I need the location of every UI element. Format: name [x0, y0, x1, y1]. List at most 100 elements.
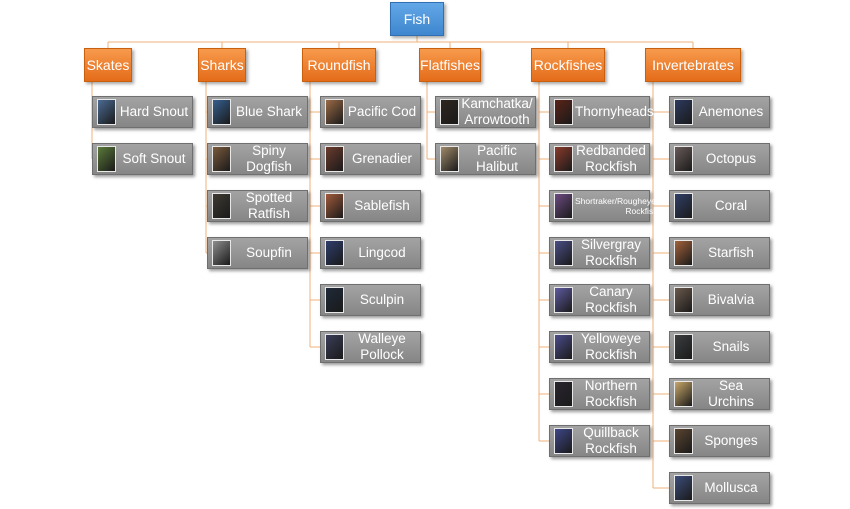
category-label: Flatfishes [420, 57, 480, 73]
category-node-roundfish: Roundfish [302, 48, 376, 82]
leaf-label: Yelloweye Rockfish [580, 331, 642, 362]
species-photo-thumbnail [97, 99, 116, 125]
category-label: Skates [86, 57, 130, 73]
species-photo-thumbnail [440, 99, 459, 125]
leaf-label: Bivalvia [707, 292, 755, 307]
leaf-node: Shortraker/Rougheye/BlackSpotted Rockfis… [549, 190, 708, 222]
leaf-node: Kamchatka/ Arrowtooth [435, 96, 536, 128]
leaf-label: Pacific Halibut [475, 143, 519, 174]
species-photo-thumbnail [554, 428, 573, 454]
leaf-label: Pacific Cod [347, 104, 417, 119]
category-label: Sharks [200, 57, 244, 73]
leaf-node: Snails [669, 331, 770, 363]
leaf-node: Lingcod [320, 237, 421, 269]
leaf-node: Coral [669, 190, 770, 222]
species-photo-thumbnail [554, 381, 573, 407]
leaf-node: Anemones [669, 96, 770, 128]
leaf-node: Thornyheads [549, 96, 654, 128]
leaf-label: Silvergray Rockfish [580, 237, 642, 268]
leaf-label: Quillback Rockfish [583, 425, 639, 456]
species-photo-thumbnail [212, 240, 231, 266]
leaf-label: Spotted Ratfish [245, 190, 293, 221]
species-photo-thumbnail [212, 146, 231, 172]
leaf-label: Grenadier [351, 151, 413, 166]
category-node-sharks: Sharks [198, 48, 246, 82]
species-photo-thumbnail [325, 240, 344, 266]
species-photo-thumbnail [325, 99, 344, 125]
leaf-node: Sea Urchins [669, 378, 770, 410]
leaf-node: Soupfin [207, 237, 308, 269]
species-photo-thumbnail [212, 193, 231, 219]
leaf-label: Kamchatka/ Arrowtooth [461, 96, 533, 127]
leaf-node: Bivalvia [669, 284, 770, 316]
species-photo-thumbnail [674, 240, 693, 266]
species-photo-thumbnail [325, 146, 344, 172]
leaf-node: Redbanded Rockfish [549, 143, 650, 175]
species-photo-thumbnail [674, 428, 693, 454]
category-node-skates: Skates [84, 48, 132, 82]
leaf-node: Sponges [669, 425, 770, 457]
leaf-node: Sablefish [320, 190, 421, 222]
species-photo-thumbnail [212, 99, 231, 125]
leaf-node: Spiny Dogfish [207, 143, 308, 175]
leaf-label: Sablefish [354, 198, 410, 213]
species-photo-thumbnail [325, 287, 344, 313]
leaf-node: Silvergray Rockfish [549, 237, 650, 269]
leaf-label: Mollusca [704, 480, 758, 495]
species-photo-thumbnail [554, 240, 573, 266]
category-label: Invertebrates [652, 57, 734, 73]
leaf-node: Sculpin [320, 284, 421, 316]
leaf-label: Soft Snout [122, 151, 186, 166]
leaf-label: Northern Rockfish [584, 378, 638, 409]
species-photo-thumbnail [554, 99, 573, 125]
category-node-flatfishes: Flatfishes [419, 48, 481, 82]
leaf-label: Sponges [704, 433, 758, 448]
species-photo-thumbnail [325, 193, 344, 219]
leaf-label: Soupfin [246, 245, 292, 260]
leaf-node: Yelloweye Rockfish [549, 331, 650, 363]
leaf-node: Soft Snout [92, 143, 193, 175]
category-label: Roundfish [307, 57, 371, 73]
leaf-node: Mollusca [669, 472, 770, 504]
leaf-label: Sea Urchins [708, 378, 754, 409]
leaf-node: Octopus [669, 143, 770, 175]
leaf-node: Pacific Cod [320, 96, 421, 128]
species-photo-thumbnail [554, 193, 573, 219]
leaf-label: Hard Snout [119, 104, 189, 119]
leaf-label: Thornyheads [575, 104, 654, 119]
root-label: Fish [403, 11, 431, 27]
leaf-node: Starfish [669, 237, 770, 269]
leaf-node: Pacific Halibut [435, 143, 536, 175]
leaf-label: Sculpin [359, 292, 405, 307]
species-photo-thumbnail [325, 334, 344, 360]
leaf-node: Quillback Rockfish [549, 425, 650, 457]
category-node-invertebrates: Invertebrates [645, 48, 741, 82]
species-photo-thumbnail [674, 287, 693, 313]
species-photo-thumbnail [554, 146, 573, 172]
species-photo-thumbnail [674, 334, 693, 360]
leaf-label: Shortraker/Rougheye/BlackSpotted Rockfis… [575, 196, 709, 216]
root-node-fish: Fish [390, 2, 444, 36]
species-photo-thumbnail [674, 99, 693, 125]
species-photo-thumbnail [674, 475, 693, 501]
leaf-node: Northern Rockfish [549, 378, 650, 410]
species-photo-thumbnail [440, 146, 459, 172]
species-photo-thumbnail [554, 334, 573, 360]
leaf-node: Hard Snout [92, 96, 193, 128]
leaf-node: Walleye Pollock [320, 331, 421, 363]
species-photo-thumbnail [554, 287, 573, 313]
leaf-label: Redbanded Rockfish [576, 143, 646, 174]
leaf-label: Starfish [708, 245, 754, 260]
leaf-label: Octopus [705, 151, 757, 166]
leaf-label: Lingcod [358, 245, 406, 260]
species-photo-thumbnail [674, 193, 693, 219]
leaf-label: Coral [714, 198, 748, 213]
species-photo-thumbnail [97, 146, 116, 172]
species-photo-thumbnail [674, 146, 693, 172]
leaf-node: Blue Shark [207, 96, 308, 128]
leaf-label: Snails [712, 339, 750, 354]
leaf-label: Canary Rockfish [585, 284, 637, 315]
category-label: Rockfishes [533, 57, 603, 73]
species-photo-thumbnail [674, 381, 693, 407]
leaf-node: Canary Rockfish [549, 284, 650, 316]
